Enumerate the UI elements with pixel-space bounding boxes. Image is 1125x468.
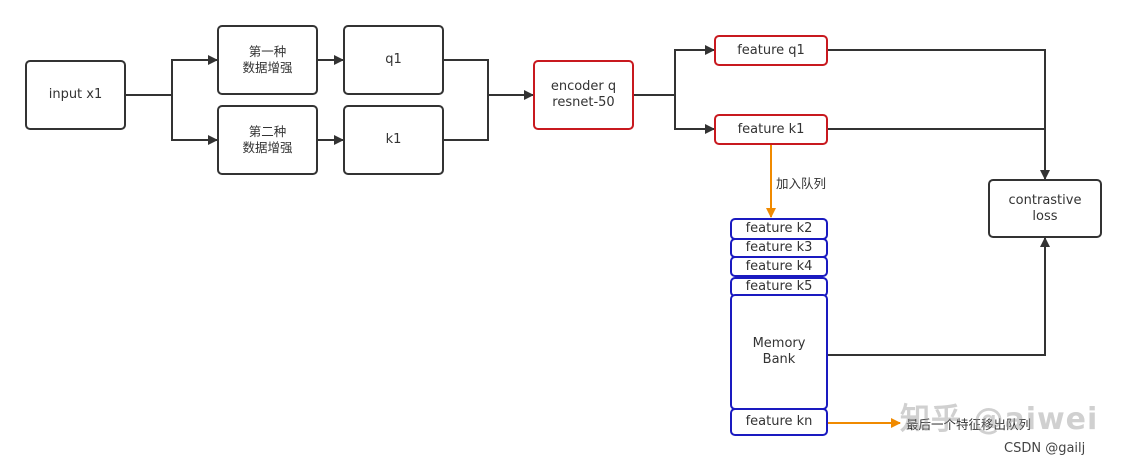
edge-encoder-featk1: [674, 95, 715, 134]
node-contrastive-loss: contrastive loss: [988, 179, 1102, 238]
node-input: input x1: [25, 60, 126, 130]
node-memory-bank: Memory Bank: [730, 294, 828, 410]
node-feature-q1: feature q1: [714, 35, 828, 66]
node-encoder: encoder q resnet-50: [533, 60, 634, 130]
node-feature-k4: feature k4: [730, 256, 828, 277]
node-feature-k2: feature k2: [730, 218, 828, 240]
node-feature-k1: feature k1: [714, 114, 828, 145]
label-dequeue: 最后一个特征移出队列: [906, 417, 1032, 432]
edge-k1-encoder: [444, 95, 489, 141]
node-augmentation-1: 第一种 数据增强: [217, 25, 318, 95]
edge-memory-loss: [828, 237, 1050, 356]
label-enqueue: 加入队列: [776, 176, 827, 191]
watermark-zhihu: 知乎 @aiwei: [900, 402, 1099, 437]
node-feature-k3: feature k3: [730, 238, 828, 258]
node-augmentation-2: 第二种 数据增强: [217, 105, 318, 175]
node-feature-kn: feature kn: [730, 408, 828, 436]
watermark-csdn: CSDN @gailj: [1004, 441, 1086, 456]
edge-featq1-loss: [828, 49, 1050, 180]
node-k1: k1: [343, 105, 444, 175]
node-q1: q1: [343, 25, 444, 95]
edge-input-aug2: [171, 95, 218, 145]
edge-encoder-featq1: [633, 45, 715, 96]
edge-input-aug1: [126, 55, 218, 96]
edge-q1-encoder: [444, 59, 534, 100]
